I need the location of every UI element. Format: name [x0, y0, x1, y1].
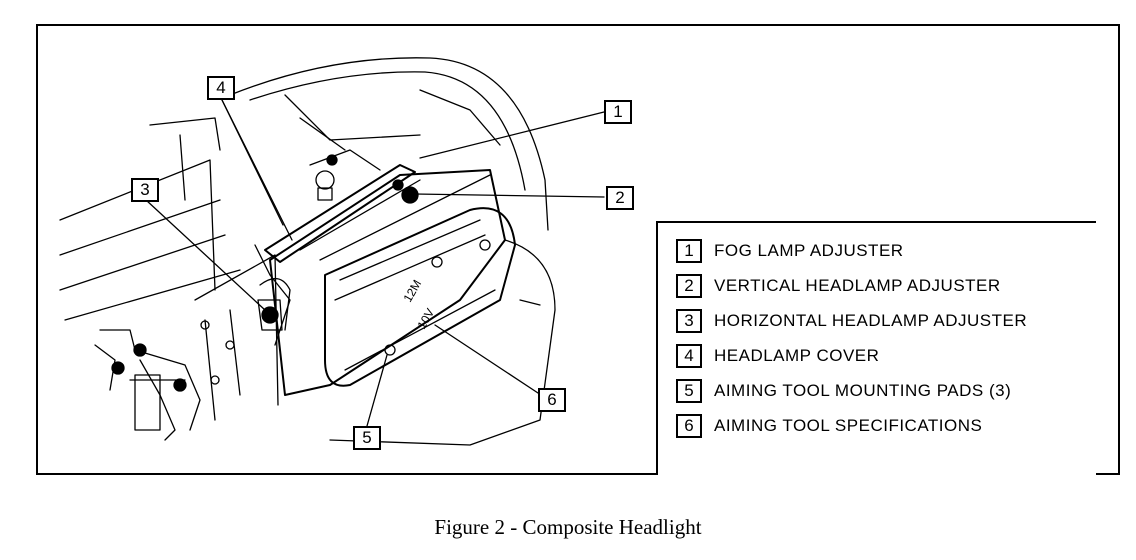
- legend-label: AIMING TOOL SPECIFICATIONS: [714, 416, 983, 435]
- legend-number: 5: [676, 379, 702, 403]
- figure-frame: [36, 24, 1120, 475]
- legend-label: FOG LAMP ADJUSTER: [714, 241, 904, 260]
- figure-caption: Figure 2 - Composite Headlight: [434, 515, 702, 539]
- legend-item-5: 5 AIMING TOOL MOUNTING PADS (3): [676, 378, 1011, 404]
- legend-number: 2: [676, 274, 702, 298]
- legend-number: 6: [676, 414, 702, 438]
- hood-inner-line: [249, 71, 526, 191]
- callout-4: 4: [207, 76, 235, 100]
- legend-item-2: 2 VERTICAL HEADLAMP ADJUSTER: [676, 273, 1001, 299]
- callout-1: 1: [604, 100, 632, 124]
- legend-item-3: 3 HORIZONTAL HEADLAMP ADJUSTER: [676, 308, 1027, 334]
- mounting-bracket: [99, 329, 201, 431]
- leader-6: [434, 324, 539, 394]
- headlamp-lens: [324, 207, 516, 387]
- aiming-pad-2: [431, 256, 443, 268]
- legend-item-1: 1 FOG LAMP ADJUSTER: [676, 238, 904, 264]
- legend-label: HORIZONTAL HEADLAMP ADJUSTER: [714, 311, 1028, 330]
- lens-marking-line1: 12M: [400, 277, 424, 304]
- legend-number: 1: [676, 239, 702, 263]
- aiming-pad-3: [384, 344, 396, 356]
- bumper-outline: [329, 239, 556, 446]
- radiator-support: [59, 159, 216, 291]
- aiming-pad-1: [479, 239, 491, 251]
- legend-box: 1 FOG LAMP ADJUSTER 2 VERTICAL HEADLAMP …: [656, 221, 1096, 475]
- headlamp-housing: [269, 169, 506, 396]
- headlamp-cover: [264, 164, 416, 263]
- legend-item-6: 6 AIMING TOOL SPECIFICATIONS: [676, 413, 982, 439]
- leader-3: [145, 199, 266, 311]
- callout-6: 6: [538, 388, 566, 412]
- leader-5: [366, 354, 388, 427]
- callout-5: 5: [353, 426, 381, 450]
- leader-1: [419, 111, 605, 159]
- hood-outline: [229, 57, 549, 231]
- legend-number: 3: [676, 309, 702, 333]
- legend-label: HEADLAMP COVER: [714, 346, 880, 365]
- callout-2: 2: [606, 186, 634, 210]
- callout-3: 3: [131, 178, 159, 202]
- legend-label: VERTICAL HEADLAMP ADJUSTER: [714, 276, 1001, 295]
- legend-label: AIMING TOOL MOUNTING PADS (3): [714, 381, 1012, 400]
- leader-2: [414, 193, 605, 198]
- legend-item-4: 4 HEADLAMP COVER: [676, 343, 879, 369]
- legend-number: 4: [676, 344, 702, 368]
- leader-4b: [221, 99, 293, 241]
